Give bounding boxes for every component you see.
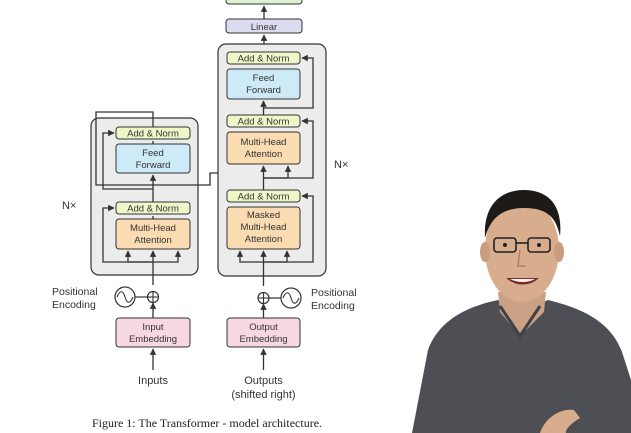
output-embedding-box (226, 317, 301, 348)
decoder-positional-line2: Encoding (311, 300, 355, 312)
softmax-box-partial (225, 0, 303, 5)
output-embedding-line2: Embedding (239, 334, 287, 345)
input-embedding-box (115, 317, 191, 348)
outputs-label-line1: Outputs (244, 375, 283, 387)
decoder-repeat-label: N× (334, 159, 348, 171)
decoder-attention (226, 131, 301, 165)
masked-attn-line2: Multi-Head (241, 222, 287, 233)
figure-caption: Figure 1: The Transformer - model archit… (92, 416, 322, 430)
encoder-add-norm-bottom-label: Add & Norm (127, 204, 179, 215)
encoder-add-norm-top-label: Add & Norm (127, 129, 179, 140)
masked-attn-line1: Masked (247, 210, 280, 221)
presenter-shirt (412, 300, 631, 433)
linear-label: Linear (251, 22, 277, 33)
encoder-positional-line1: Positional (52, 286, 98, 298)
encoder-ff-line2: Forward (136, 160, 171, 171)
outputs-label-line2: (shifted right) (231, 389, 295, 401)
decoder-add-norm-top (226, 51, 301, 65)
input-embedding-line2: Embedding (129, 334, 177, 345)
decoder-add-norm-top-label: Add & Norm (238, 54, 290, 65)
decoder-ff-line2: Forward (246, 85, 281, 96)
masked-attn-line3: Attention (245, 234, 283, 245)
decoder-masked-attention (226, 206, 301, 250)
decoder-positional-line1: Positional (311, 287, 357, 299)
encoder-repeat-label: N× (62, 200, 76, 212)
encoder-attn-line1: Multi-Head (130, 223, 176, 234)
presenter-head (485, 198, 559, 302)
encoder-attn-line2: Attention (134, 235, 172, 246)
encoder-block (90, 117, 199, 276)
decoder-feed-forward (226, 68, 301, 100)
decoder-add-norm-bottom-label: Add & Norm (238, 192, 290, 203)
decoder-ff-line1: Feed (253, 73, 275, 84)
presenter-glasses (493, 237, 551, 253)
encoder-ff-line1: Feed (142, 148, 164, 159)
inputs-label: Inputs (138, 375, 168, 387)
output-embedding-line1: Output (249, 322, 278, 333)
input-embedding-line1: Input (142, 322, 163, 333)
decoder-attn-line1: Multi-Head (241, 137, 287, 148)
encoder-positional-line2: Encoding (52, 299, 96, 311)
presenter-video-overlay (412, 190, 631, 433)
presenter-hair (484, 190, 561, 238)
decoder-attn-line2: Attention (245, 149, 283, 160)
linear-box (225, 18, 303, 34)
presenter-hand (540, 409, 580, 433)
decoder-add-norm-mid-label: Add & Norm (238, 117, 290, 128)
